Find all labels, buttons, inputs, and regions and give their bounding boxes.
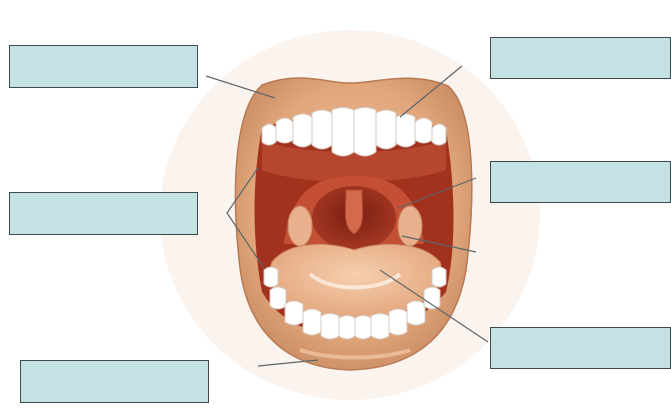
label-box-middle-right[interactable]: [490, 161, 671, 203]
uvula: [345, 190, 362, 234]
label-box-middle-left[interactable]: [9, 192, 198, 235]
left-tonsil: [288, 206, 312, 246]
label-box-bottom-left[interactable]: [20, 360, 209, 403]
label-box-top-right[interactable]: [490, 37, 671, 79]
label-box-bottom-right[interactable]: [490, 327, 671, 369]
label-box-top-left[interactable]: [9, 45, 198, 88]
